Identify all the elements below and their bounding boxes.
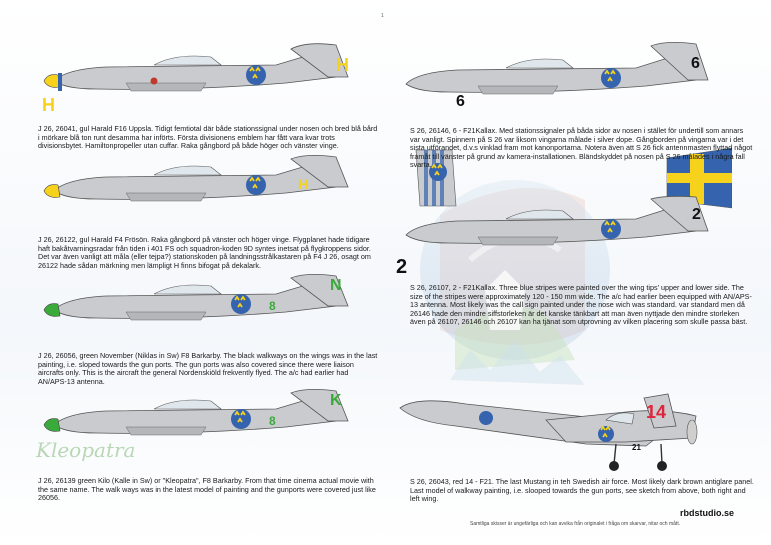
- fin-code: 14: [646, 402, 666, 422]
- fin-code: N: [330, 277, 342, 294]
- nose-code: 2: [396, 256, 407, 275]
- fin-code: H: [336, 55, 349, 75]
- nose-code: 6: [456, 93, 465, 110]
- caption-26043: S 26, 26043, red 14 - F21. The last Must…: [410, 477, 754, 504]
- footer-note: Samtliga skisser är ungefärliga och kan …: [470, 521, 681, 527]
- fuselage-digit: 8: [269, 299, 276, 313]
- caption-26122: J 26, 26122, gul Harald F4 Frösön. Raka …: [38, 235, 371, 270]
- aircraft-26146-profile: 6 6: [405, 42, 709, 110]
- aircraft-26056-profile: N 8: [43, 274, 349, 321]
- fin-code: 6: [691, 55, 700, 72]
- caption-26041: J 26, 26041, gul Harald F16 Uppsla. Tidi…: [38, 124, 378, 151]
- caption-26146: S 26, 26146, 6 - F21Kallax. Med stations…: [410, 126, 753, 170]
- fuselage-digit: 8: [269, 414, 276, 428]
- brand-label: rbdstudio.se: [680, 508, 735, 518]
- caption-26139: J 26, 26139 green Kilo (Kalle in Sw) or …: [38, 476, 376, 503]
- aircraft-26139-profile: K 8 Kleopatra: [36, 389, 349, 462]
- kleopatra-watermark: Kleopatra: [36, 438, 135, 462]
- caption-26107: S 26, 26107, 2 - F21Kallax. Three blue s…: [410, 283, 752, 327]
- nose-code: 21: [632, 443, 641, 452]
- wing-tip-detail: [415, 147, 732, 209]
- fin-code: 2: [692, 206, 701, 223]
- aircraft-26041-profile: H H: [42, 43, 349, 115]
- nose-side-code: H: [42, 95, 55, 115]
- aircraft-26122-profile: H: [43, 155, 349, 202]
- fin-code: K: [330, 392, 342, 409]
- aircraft-26043-view: 14 21: [399, 393, 698, 471]
- page-number: 1: [381, 13, 384, 19]
- fin-code: H: [298, 176, 308, 192]
- caption-26056: J 26, 26056, green November (Niklas in S…: [38, 351, 378, 386]
- aircraft-26107-profile: 2 2: [396, 195, 709, 275]
